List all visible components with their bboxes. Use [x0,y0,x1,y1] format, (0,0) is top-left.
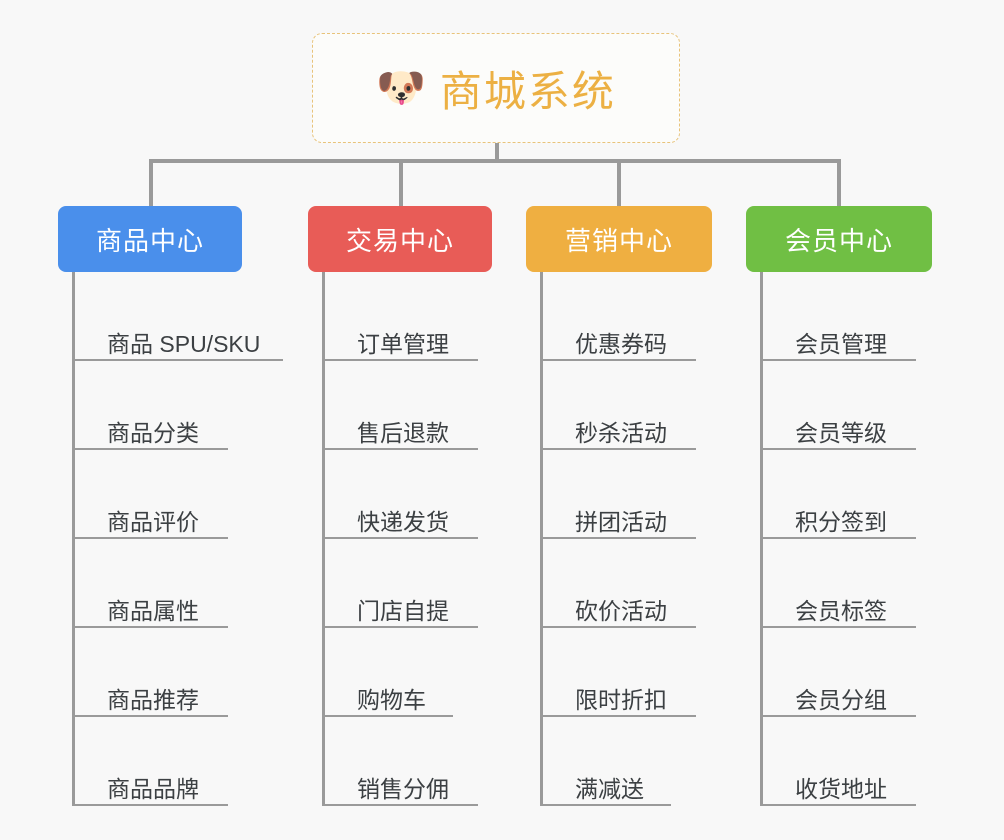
root-node[interactable]: 🐶 商城系统 [312,33,680,143]
list-item[interactable]: 商品 SPU/SKU [75,272,290,361]
leaf-label: 会员标签 [795,597,887,624]
connector-drop-product-center [149,159,153,207]
leaf-label: 商品品牌 [107,775,199,802]
list-item[interactable]: 限时折扣 [543,628,728,717]
list-item[interactable]: 购物车 [325,628,510,717]
list-item[interactable]: 会员分组 [763,628,948,717]
list-item[interactable]: 商品推荐 [75,628,290,717]
leaf-list-member-center: 会员管理 会员等级 积分签到 会员标签 会员分组 收货地址 [760,272,948,806]
list-item[interactable]: 收货地址 [763,717,948,806]
list-item[interactable]: 会员标签 [763,539,948,628]
list-item[interactable]: 拼团活动 [543,450,728,539]
leaf-label: 拼团活动 [575,508,667,535]
branch-marketing-center: 营销中心 优惠券码 秒杀活动 拼团活动 砍价活动 限时折扣 满减送 [526,206,728,806]
category-marketing-center[interactable]: 营销中心 [526,206,712,272]
category-trade-center[interactable]: 交易中心 [308,206,492,272]
category-label: 会员中心 [784,225,893,256]
leaf-label: 商品分类 [107,419,199,446]
leaf-list-marketing-center: 优惠券码 秒杀活动 拼团活动 砍价活动 限时折扣 满减送 [540,272,728,806]
list-item[interactable]: 满减送 [543,717,728,806]
list-item[interactable]: 售后退款 [325,361,510,450]
list-item[interactable]: 砍价活动 [543,539,728,628]
leaf-label: 会员等级 [795,419,887,446]
leaf-label: 优惠券码 [575,330,667,357]
list-item[interactable]: 商品品牌 [75,717,290,806]
connector-root-stem [495,143,499,162]
list-item[interactable]: 优惠券码 [543,272,728,361]
leaf-label: 秒杀活动 [575,419,667,446]
list-item[interactable]: 会员管理 [763,272,948,361]
list-item[interactable]: 商品分类 [75,361,290,450]
branch-trade-center: 交易中心 订单管理 售后退款 快递发货 门店自提 购物车 销售分佣 [308,206,510,806]
list-item[interactable]: 快递发货 [325,450,510,539]
connector-drop-trade-center [399,159,403,207]
leaf-label: 门店自提 [357,597,449,624]
list-item[interactable]: 订单管理 [325,272,510,361]
branch-member-center: 会员中心 会员管理 会员等级 积分签到 会员标签 会员分组 收货地址 [746,206,948,806]
leaf-label: 商品属性 [107,597,199,624]
leaf-label: 购物车 [357,686,426,713]
leaf-label: 收货地址 [795,775,887,802]
category-label: 商品中心 [95,225,204,256]
leaf-label: 商品推荐 [107,686,199,713]
category-label: 交易中心 [345,225,454,256]
leaf-label: 会员分组 [795,686,887,713]
connector-drop-member-center [837,159,841,207]
leaf-label: 商品 SPU/SKU [107,330,261,357]
category-label: 营销中心 [564,225,673,256]
list-item[interactable]: 门店自提 [325,539,510,628]
list-item[interactable]: 商品评价 [75,450,290,539]
list-item[interactable]: 会员等级 [763,361,948,450]
leaf-label: 快递发货 [357,508,449,535]
leaf-label: 砍价活动 [575,597,667,624]
branch-product-center: 商品中心 商品 SPU/SKU 商品分类 商品评价 商品属性 商品推荐 商品品牌 [58,206,290,806]
category-product-center[interactable]: 商品中心 [58,206,242,272]
category-member-center[interactable]: 会员中心 [746,206,932,272]
leaf-label: 限时折扣 [575,686,667,713]
connector-drop-marketing-center [617,159,621,207]
leaf-label: 售后退款 [357,419,449,446]
dog-face-icon: 🐶 [376,66,426,110]
root-title: 商城系统 [439,67,616,115]
leaf-label: 销售分佣 [357,775,449,802]
list-item[interactable]: 商品属性 [75,539,290,628]
leaf-label: 订单管理 [357,330,449,357]
leaf-label: 会员管理 [795,330,887,357]
list-item[interactable]: 积分签到 [763,450,948,539]
leaf-label: 商品评价 [107,508,199,535]
leaf-label: 满减送 [575,775,644,802]
leaf-list-trade-center: 订单管理 售后退款 快递发货 门店自提 购物车 销售分佣 [322,272,510,806]
list-item[interactable]: 秒杀活动 [543,361,728,450]
leaf-list-product-center: 商品 SPU/SKU 商品分类 商品评价 商品属性 商品推荐 商品品牌 [72,272,290,806]
connector-horizontal-bus [149,159,841,163]
leaf-label: 积分签到 [795,508,887,535]
list-item[interactable]: 销售分佣 [325,717,510,806]
